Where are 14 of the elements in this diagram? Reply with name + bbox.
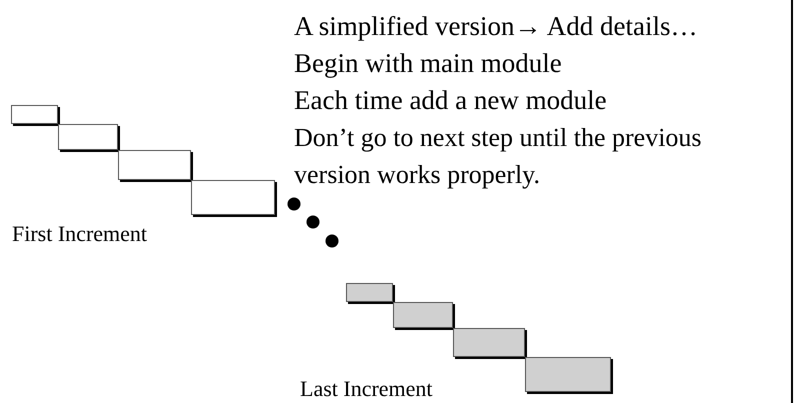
increment-box (58, 124, 118, 150)
increment-box (191, 180, 275, 215)
note-text: Begin with main module (294, 47, 562, 80)
increment-box (118, 150, 191, 180)
note-text: Each time add a new module (294, 84, 607, 117)
note-text: A simplified version→ Add details… (294, 10, 698, 43)
note-text: Don’t go to next step until the previous version works properly. (294, 122, 703, 191)
increment-box (393, 302, 453, 328)
increment-box (453, 328, 525, 357)
increment-label: Last Increment (300, 375, 433, 403)
increment-box (346, 283, 393, 302)
increment-box (525, 357, 611, 392)
increment-box (11, 105, 58, 124)
increment-label: First Increment (12, 220, 148, 248)
